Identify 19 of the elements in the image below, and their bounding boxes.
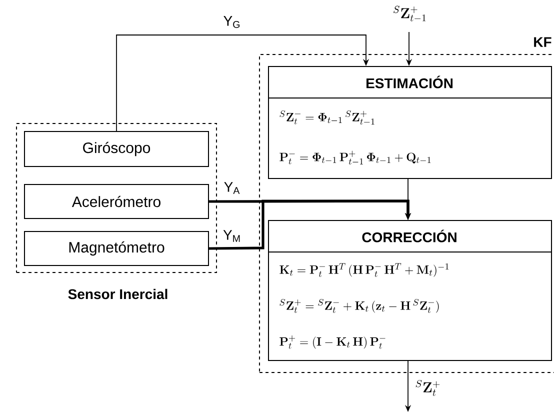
- formula: ${}^{S}\mathbf{Z}_t^{+} = {}^{S}\mathbf{Z}_t^{-} + \mathbf{K}_t\,(\mathbf{z}_t - \mathbf{H}\,{}^{S}\mathbf{Z}_t^{-})$: [280, 299, 439, 313]
- sensor-box: Giróscopo: [24, 131, 209, 167]
- arrow: [116, 34, 370, 132]
- formula: $\mathbf{K}_t = \mathbf{P}_t^{-}\,\mathbf{H}^{T}\,(\mathbf{H}\,\mathbf{P}_t^{-}\,\mathbf{H}^{T} + \mathbf{M}_t)^{-1}$: [280, 263, 449, 277]
- group-label: KF: [534, 37, 552, 47]
- sensor-box: Magnetómetro: [24, 231, 209, 266]
- edge-label: Y$_{G}$: [222, 15, 242, 29]
- arrow: [209, 200, 412, 250]
- group-label: Sensor Inercial: [68, 288, 168, 300]
- formula: $\mathbf{P}_t^{-} = \mathbf{\Phi}_{t-1}\,\mathbf{P}_{t-1}^{+}\,\mathbf{\Phi}_{t-1} + \mathbf{Q}_{t-1}$: [280, 150, 431, 164]
- edge-label: Y$_{A}$: [222, 181, 242, 195]
- edge-label: ${}^{S}\mathbf{Z}_{t-1}^{+}$: [392, 5, 428, 23]
- edge-label: Y$_{M}$: [222, 229, 242, 243]
- box-heading: ESTIMACIÓN: [366, 76, 453, 88]
- box-heading: CORRECCIÓN: [362, 230, 456, 242]
- formula: $\mathbf{P}_t^{+} = (\mathbf{I} - \mathbf{K}_t\,\mathbf{H})\,\mathbf{P}_t^{-}$: [280, 335, 386, 349]
- formula: ${}^{S}\mathbf{Z}_t^{-} = \mathbf{\Phi}_{t-1}\,{}^{S}\mathbf{Z}_{t-1}^{+}$: [280, 110, 374, 125]
- sensor-box: Acelerómetro: [24, 184, 209, 219]
- edge-label: ${}^{S}\mathbf{Z}_t^{+}$: [414, 379, 442, 397]
